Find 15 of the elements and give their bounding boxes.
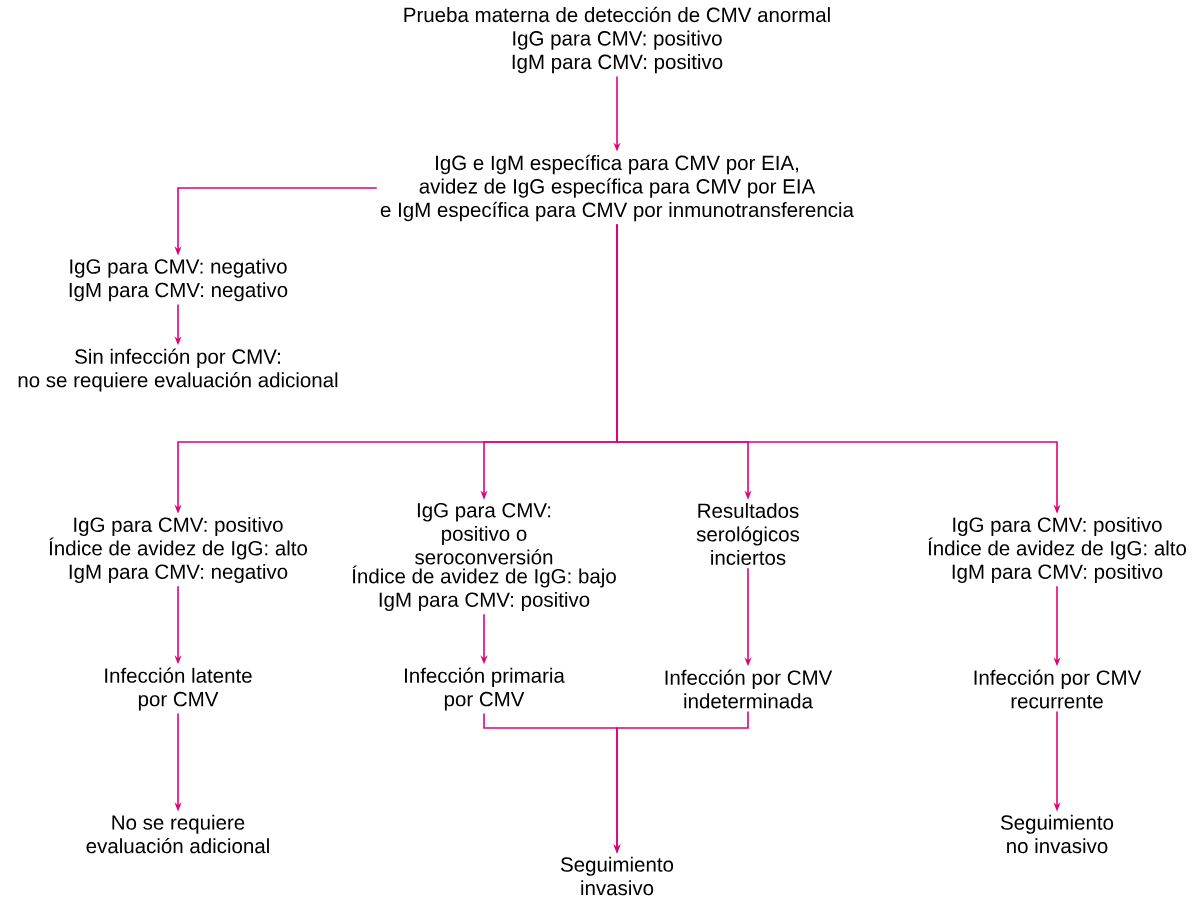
step-text: Infección latente por CMV	[105, 667, 252, 711]
step-text: IgG e IgM específica para CMV por EIA, avidez de IgG específica para CMV por EIA e IgM específica para CMV por inmunotransferencia	[380, 154, 854, 222]
step-text: IgG para CMV: negativo IgM para CMV: negativo	[69, 258, 288, 302]
step-text: Seguimiento invasivo	[560, 856, 674, 896]
step-text: Resultados serológicos inciertos	[696, 502, 800, 566]
step-text: IgG para CMV: positivo Índice de avidez de IgG: alto IgM para CMV: positivo	[928, 516, 1186, 584]
step-text: IgG para CMV: positivo o seroconversión Índice de avidez de IgG: bajo IgM para CMV: positivo	[352, 502, 616, 611]
step-text: Prueba materna de detección de CMV anormal IgG para CMV: positivo IgM para CMV: positivo	[404, 6, 830, 74]
step-text: Infección por CMV indeterminada	[665, 669, 833, 709]
step-text: Sin infección por CMV: no se requiere evaluación adicional	[18, 348, 338, 392]
step-text: No se requiere evaluación adicional	[86, 814, 269, 854]
step-text: IgG para CMV: positivo Índice de avidez de IgG: alto IgM para CMV: negativo	[49, 516, 308, 584]
step-text: Infección por CMV recurrente	[974, 669, 1142, 709]
step-text: Infección primaria por CMV	[405, 667, 565, 711]
step-text: Seguimiento no invasivo	[1000, 814, 1114, 854]
